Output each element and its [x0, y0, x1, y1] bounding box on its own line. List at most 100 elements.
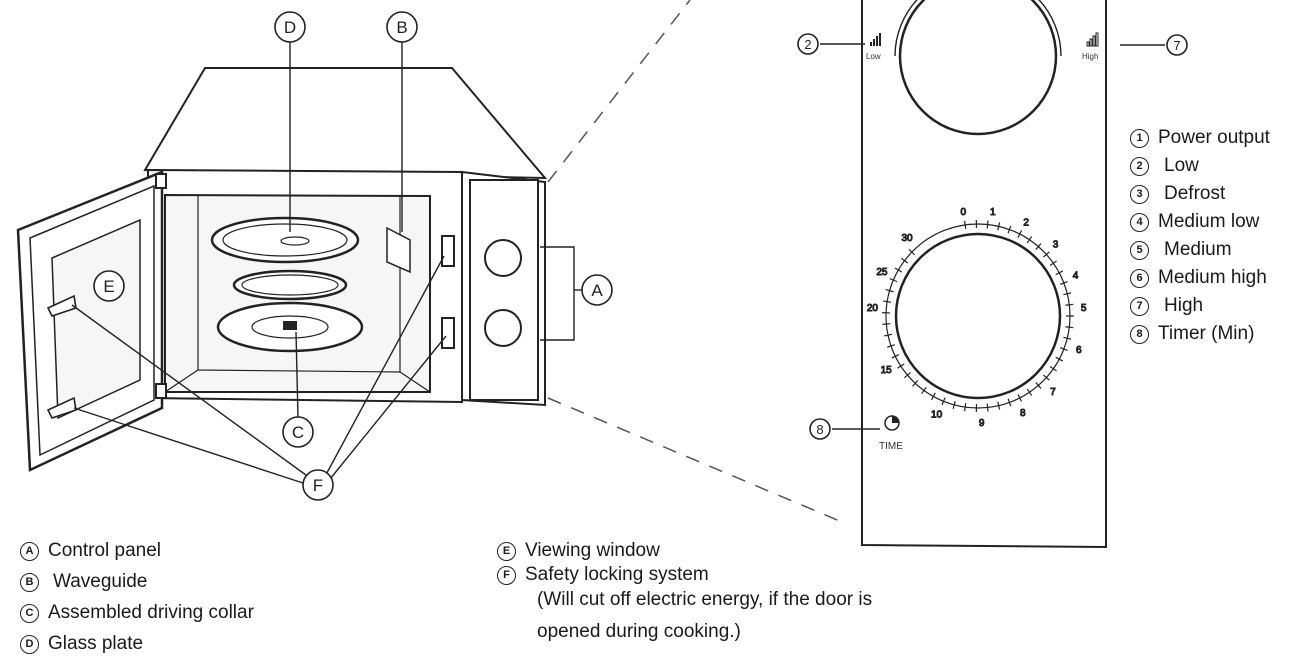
- roller-ring-inner: [241, 274, 339, 296]
- timer-tick: [1055, 356, 1064, 362]
- time-label: TIME: [879, 441, 903, 452]
- panel-outline: [861, 0, 1107, 549]
- timer-tick: [997, 401, 1001, 410]
- legend-text: High: [1164, 295, 1204, 316]
- door-hinge-bottom: [155, 383, 167, 399]
- legend-marker: B: [20, 572, 39, 592]
- legend-marker: 1: [1130, 128, 1149, 148]
- timer-tick: [1042, 251, 1050, 258]
- waveguide-cover: [386, 226, 411, 274]
- high-label: High: [1082, 52, 1098, 61]
- legend-item-power-output: 1 Power output: [1130, 127, 1270, 149]
- svg-text:D: D: [284, 18, 296, 37]
- timer-tick: [887, 344, 895, 348]
- timer-tick-label: 3: [1053, 240, 1059, 251]
- legend-marker: 7: [1130, 296, 1149, 316]
- svg-text:F: F: [313, 476, 323, 495]
- legend-marker: E: [497, 541, 516, 561]
- legend-marker: 2: [1130, 156, 1149, 176]
- viewing-window: [51, 218, 141, 420]
- power-knob-labels: Low High TIME: [866, 52, 1098, 452]
- timer-tick: [1049, 365, 1057, 372]
- legend-marker: C: [20, 603, 39, 623]
- timer-tick: [883, 300, 892, 303]
- timer-tick: [1049, 260, 1057, 267]
- collar-plate-inner: [251, 315, 329, 339]
- interlock-slot-upper: [441, 235, 455, 267]
- callout-c: C: [282, 416, 314, 448]
- legend-text: Assembled driving collar: [48, 602, 254, 623]
- timer-tick: [900, 257, 909, 264]
- power-dial-scale: [894, 0, 1062, 57]
- legend-text: Medium high: [1158, 267, 1267, 288]
- legend-marker: 6: [1130, 268, 1149, 288]
- legend-item-high: 7 High: [1130, 295, 1270, 317]
- low-label: Low: [866, 52, 881, 61]
- cavity-back: [197, 196, 401, 373]
- legend-text: Waveguide: [53, 571, 148, 592]
- timer-tick-label: 5: [1081, 303, 1087, 314]
- timer-tick: [1007, 398, 1012, 407]
- timer-tick: [997, 222, 1001, 231]
- leader-lines: [71, 42, 1165, 485]
- timer-tick-label: 8: [1020, 408, 1026, 419]
- timer-tick-label: 9: [979, 418, 985, 429]
- timer-tick: [885, 288, 894, 293]
- time-icon: [884, 415, 900, 431]
- timer-tick: [883, 333, 893, 337]
- door-latch-lower: [46, 396, 77, 419]
- legend-text: Power output: [1158, 127, 1270, 148]
- timer-tick: [941, 397, 946, 406]
- timer-tick: [889, 277, 898, 283]
- timer-tick: [986, 403, 989, 412]
- legend-marker: 4: [1130, 212, 1149, 232]
- svg-text:C: C: [292, 423, 304, 442]
- timer-tick-label: 25: [876, 267, 888, 278]
- timer-tick: [1065, 303, 1074, 306]
- timer-tick: [1017, 230, 1023, 238]
- legend-item-driving-collar: C Assembled driving collar: [20, 602, 254, 624]
- timer-tick: [986, 220, 989, 229]
- timer-tick: [1059, 346, 1068, 351]
- callout-a: A: [581, 274, 613, 306]
- callout-7: 7: [1166, 34, 1188, 56]
- legend-text: Medium: [1164, 239, 1232, 260]
- timer-tick: [1026, 236, 1033, 244]
- svg-text:2: 2: [804, 37, 811, 52]
- timer-tick-label: 20: [867, 303, 879, 314]
- high-signal-icon: [1086, 32, 1099, 47]
- timer-tick-label: 1: [990, 207, 996, 218]
- timer-tick: [1059, 281, 1068, 286]
- legend-marker: 3: [1130, 184, 1149, 204]
- legend-text: Timer (Min): [1158, 323, 1255, 344]
- timer-tick: [894, 267, 903, 273]
- timer-tick: [1055, 270, 1064, 276]
- callouts: D B E A C F 2 7 8: [93, 11, 1188, 501]
- callout-d: D: [274, 11, 306, 43]
- timer-tick: [921, 386, 927, 395]
- legend-text: Control panel: [48, 540, 162, 561]
- safety-note-line-1: (Will cut off electric energy, if the do…: [537, 589, 873, 610]
- glass-plate-inner: [222, 223, 348, 257]
- timer-tick: [1017, 394, 1023, 402]
- timer-tick: [1035, 382, 1042, 389]
- timer-tick: [908, 248, 916, 256]
- timer-tick: [891, 354, 900, 359]
- timer-tick: [897, 363, 905, 369]
- roller-ring-outer: [232, 269, 348, 301]
- legend-text: Glass plate: [48, 633, 144, 654]
- knob-lower: [484, 309, 522, 347]
- interlock-slot-lower: [441, 317, 455, 349]
- microwave-body: [16, 67, 548, 472]
- legend-text: Safety locking system: [525, 564, 709, 585]
- timer-tick-label: 15: [881, 365, 893, 376]
